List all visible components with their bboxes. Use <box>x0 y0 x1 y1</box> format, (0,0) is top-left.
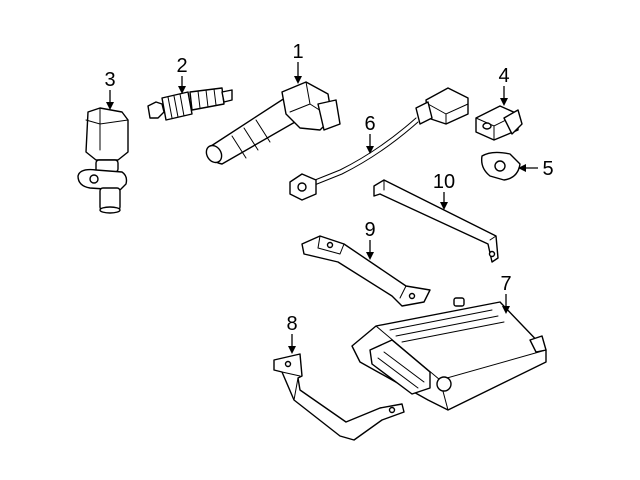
callout-3: 3 <box>104 69 115 91</box>
part-1-ignition-coil <box>205 81 341 165</box>
part-7-control-module <box>351 297 547 411</box>
part-9-bracket <box>301 235 431 307</box>
callout-9: 9 <box>364 219 375 241</box>
callout-10: 10 <box>433 171 455 193</box>
callout-leaders <box>106 62 538 354</box>
callout-8: 8 <box>286 313 297 335</box>
part-8-bracket <box>273 353 405 441</box>
callout-5: 5 <box>542 158 553 180</box>
part-6-knock-sensor <box>289 87 469 201</box>
part-3-position-sensor <box>77 107 129 214</box>
callout-1: 1 <box>292 41 303 63</box>
callout-6: 6 <box>364 113 375 135</box>
callout-2: 2 <box>176 55 187 77</box>
part-2-spark-plug <box>147 87 233 121</box>
part-4-camshaft-sensor <box>475 105 523 141</box>
part-5-gasket <box>480 151 521 181</box>
callout-7: 7 <box>500 273 511 295</box>
part-10-bracket <box>373 179 499 263</box>
callout-4: 4 <box>498 65 509 87</box>
callout-labels: 1 2 3 4 5 6 7 8 9 10 <box>104 41 553 335</box>
